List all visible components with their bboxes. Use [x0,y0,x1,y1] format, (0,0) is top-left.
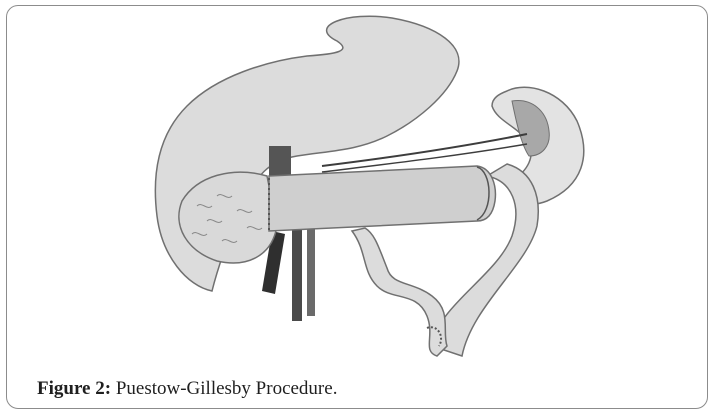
figure-label: Figure 2: [37,378,111,399]
figure-title: Puestow-Gillesby Procedure. [116,378,338,399]
pancreaticojejunostomy [269,166,495,231]
portal-vein [269,146,291,176]
jejunal-loop [352,228,447,356]
figure-panel: Figure 2: Puestow-Gillesby Procedure. [6,5,708,409]
mesenteric-vessel [307,221,315,316]
mesenteric-vessel [292,221,302,321]
figure-caption: Figure 2: Puestow-Gillesby Procedure. [37,378,337,400]
procedure-illustration [7,6,708,366]
